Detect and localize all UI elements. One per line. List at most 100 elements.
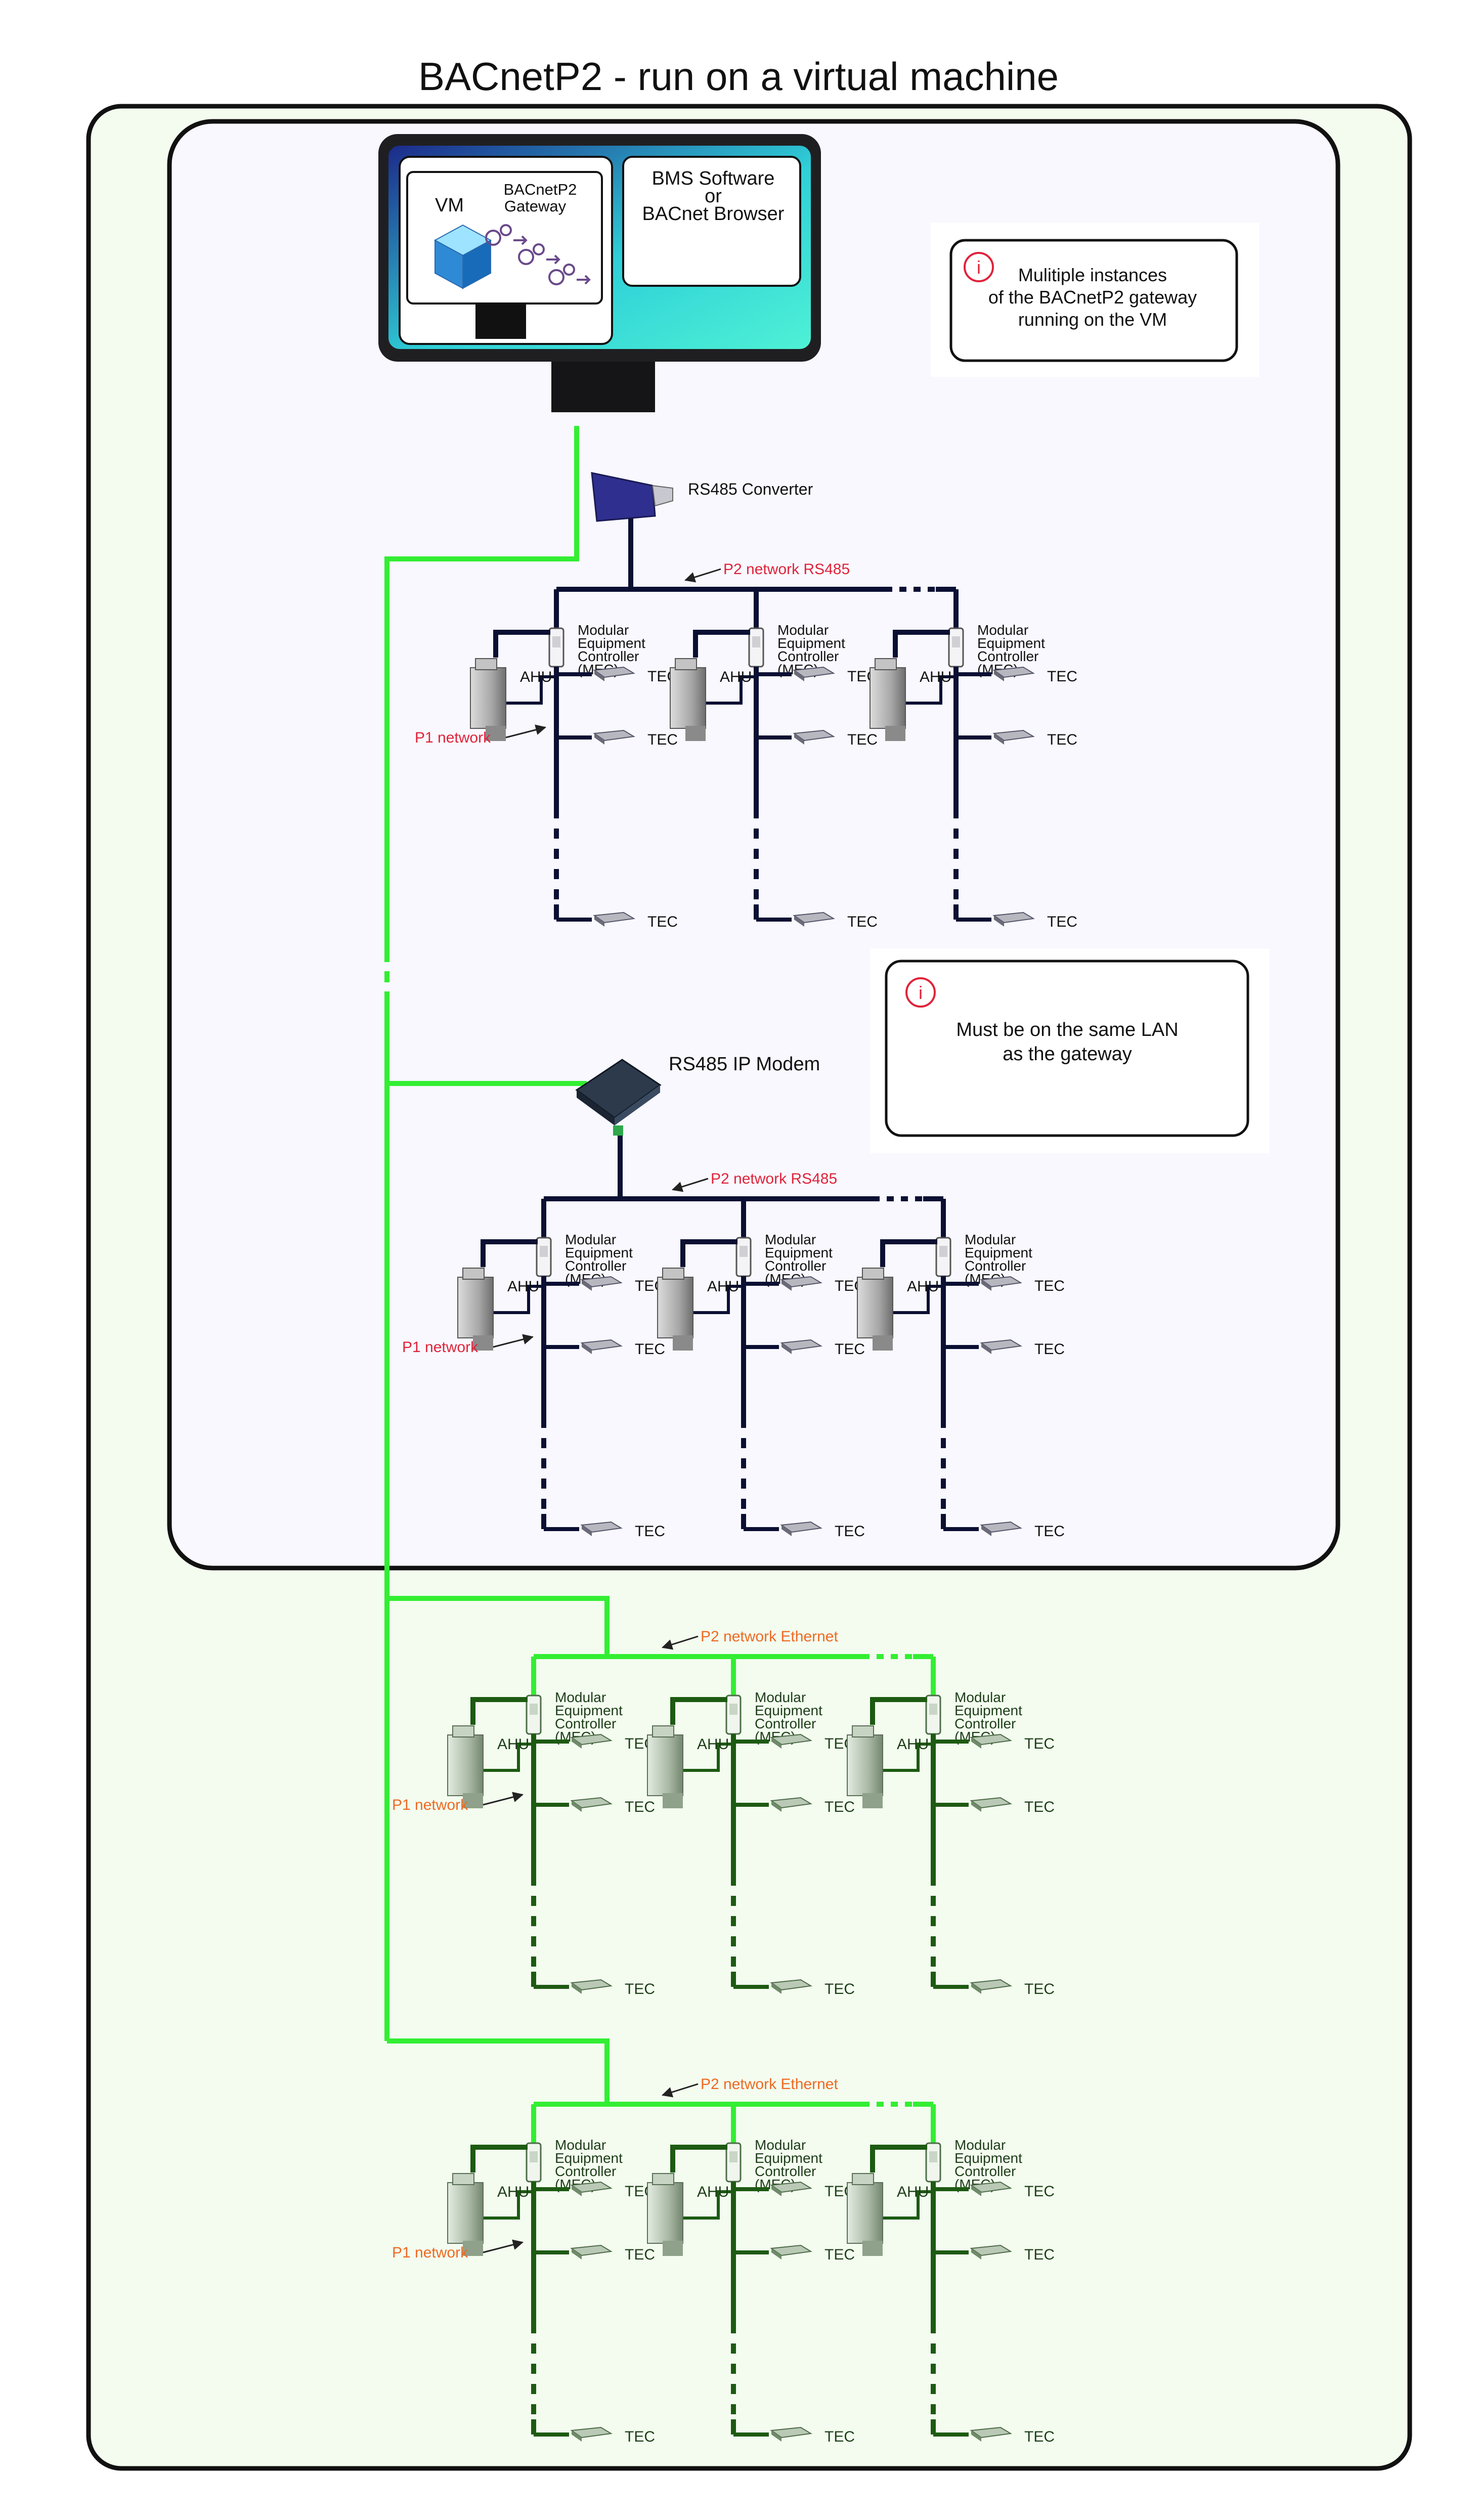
info-box-1-line3: running on the VM — [1018, 309, 1167, 330]
ahu-unit-icon — [470, 667, 506, 729]
ahu-base — [473, 1335, 493, 1351]
ahu-return — [493, 1285, 544, 1314]
tec-unit-icon — [580, 1339, 623, 1351]
rs485-ip-modem — [575, 1059, 662, 1136]
ahu-top — [852, 2173, 874, 2185]
ahu-label: AHU — [707, 1278, 739, 1295]
mec-display — [540, 1246, 548, 1257]
tec-unit-side — [971, 2248, 981, 2260]
p1-network-label: P1 network — [402, 1339, 479, 1356]
inner-panel — [167, 119, 1340, 1571]
info-box-1-line2: of the BACnetP2 gateway — [988, 287, 1197, 308]
tec-unit-side — [582, 1343, 592, 1354]
tec-unit-side — [771, 1801, 781, 1812]
ahu-base — [486, 726, 506, 741]
p1-network-label: P1 network — [415, 729, 491, 746]
ahu-top — [662, 1268, 684, 1280]
tec-label: TEC — [1024, 1735, 1055, 1752]
mec-label-line1: Modular — [954, 1689, 1006, 1705]
tec-label: TEC — [625, 1799, 655, 1815]
mec-label-line3: Controller — [578, 648, 639, 664]
mec-label-line2: Equipment — [755, 1703, 822, 1718]
mec-label-line3: Controller — [954, 2163, 1016, 2179]
tec-label: TEC — [1034, 1523, 1065, 1540]
mec-display — [729, 1704, 737, 1715]
tec-unit-icon — [780, 1276, 822, 1288]
ahu-base — [885, 726, 905, 741]
tec-label: TEC — [1024, 2183, 1055, 2200]
tec-unit-icon — [770, 1979, 812, 1991]
tec-label: TEC — [847, 731, 878, 748]
mec-label-line2: Equipment — [954, 1703, 1022, 1718]
tec-unit-side — [994, 733, 1004, 745]
tec-label: TEC — [1024, 2428, 1055, 2445]
ahu-unit-icon — [847, 2182, 883, 2244]
ahu-top — [862, 1268, 884, 1280]
tec-unit-side — [572, 2185, 582, 2196]
mec-display — [952, 636, 960, 647]
ahu-return — [905, 675, 956, 705]
ahu-link — [670, 1697, 727, 1725]
mec-label-line2: Equipment — [777, 635, 845, 651]
ahu-base — [862, 2241, 883, 2256]
tec-unit-side — [771, 2248, 781, 2260]
mec-display — [929, 1704, 937, 1715]
ahu-link — [870, 1697, 927, 1725]
gateway-gears-icon — [485, 224, 591, 285]
info-box-2-line2: as the gateway — [1003, 1044, 1132, 1065]
ahu-return — [693, 1285, 744, 1314]
mec-display — [740, 1246, 748, 1257]
tec-unit-icon — [570, 1733, 613, 1746]
ahu-base — [463, 1793, 483, 1808]
info-box-instances: i Mulitiple instances of the BACnetP2 ga… — [931, 223, 1259, 377]
ahu-top — [475, 658, 497, 670]
tec-label: TEC — [1047, 668, 1077, 685]
p2-network-label: P2 network RS485 — [711, 1170, 837, 1187]
ahu-unit-icon — [647, 2182, 683, 2244]
mec-display — [939, 1246, 947, 1257]
tec-unit-side — [981, 1343, 991, 1354]
tec-unit-icon — [980, 1521, 1022, 1533]
ahu-unit-icon — [847, 1734, 883, 1796]
ahu-label: AHU — [697, 2184, 729, 2200]
mec-label-line1: Modular — [777, 622, 829, 638]
ahu-top — [852, 1725, 874, 1737]
mec-display — [552, 636, 560, 647]
tec-label: TEC — [824, 1981, 855, 1997]
p1-label-arrow — [505, 724, 547, 738]
ahu-base — [463, 2241, 483, 2256]
gateway-label-line2: Gateway — [504, 197, 567, 215]
mec-label-line1: Modular — [755, 1689, 806, 1705]
tec-label: TEC — [625, 2428, 655, 2445]
tec-unit-icon — [980, 1339, 1022, 1351]
mec-display — [530, 1704, 538, 1715]
ahu-label: AHU — [507, 1278, 539, 1295]
rs485-converter — [591, 472, 673, 522]
ahu-return — [506, 675, 556, 705]
tec-unit-side — [572, 2248, 582, 2260]
tec-unit-side — [994, 670, 1004, 681]
tec-unit-side — [572, 1983, 582, 1994]
p2-network-label: P2 network Ethernet — [701, 1628, 838, 1645]
ahu-base — [873, 1335, 893, 1351]
tec-unit-icon — [970, 1979, 1012, 1991]
ahu-return — [483, 1743, 534, 1772]
tec-label: TEC — [1024, 1799, 1055, 1815]
tec-label: TEC — [1024, 2246, 1055, 2263]
ahu-unit-icon — [457, 1277, 494, 1338]
ahu-unit-icon — [870, 667, 906, 729]
tec-label: TEC — [824, 1799, 855, 1815]
p2-label-arrow — [661, 2083, 699, 2098]
ahu-unit-icon — [657, 1277, 693, 1338]
ahu-top — [462, 1268, 485, 1280]
mec-label-line1: Modular — [565, 1232, 616, 1247]
ahu-link — [893, 630, 950, 658]
tec-unit-side — [771, 1737, 781, 1749]
tec-unit-side — [582, 1525, 592, 1536]
tec-unit-icon — [780, 1521, 822, 1533]
ahu-return — [893, 1285, 943, 1314]
tec-label: TEC — [824, 2246, 855, 2263]
tec-label: TEC — [824, 2428, 855, 2445]
info-icon — [964, 252, 994, 282]
ahu-link — [470, 1697, 528, 1725]
